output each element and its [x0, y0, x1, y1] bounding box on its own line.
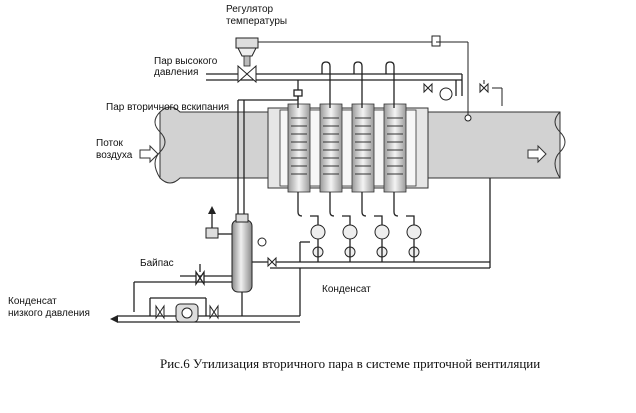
coil-column-2 — [319, 103, 343, 193]
label-bypass: Байпас — [140, 258, 174, 269]
bypass-line — [133, 264, 232, 312]
outlet-arrow-icon — [110, 315, 118, 323]
label-lp-condensate-1: Конденсат — [8, 296, 57, 307]
coil-column-4 — [383, 103, 407, 193]
coil-fins — [291, 117, 403, 175]
airflow-arrow-in-icon — [139, 144, 159, 164]
label-condensate: Конденсат — [322, 284, 371, 295]
label-hp-steam-2: давления — [154, 67, 199, 78]
flash-vessel — [231, 213, 277, 316]
pump-trap — [155, 303, 219, 323]
label-hp-steam-1: Пар высокого — [154, 56, 218, 67]
condensate-header — [270, 178, 491, 269]
safety-valve — [205, 206, 232, 239]
coil-drains — [297, 192, 415, 226]
airflow-arrow-out-icon — [527, 144, 547, 164]
label-temp-regulator-2: температуры — [226, 16, 288, 27]
right-valves — [423, 80, 503, 106]
label-lp-condensate-2: низкого давления — [8, 308, 90, 319]
steam-traps — [310, 224, 422, 258]
lp-condensate-line — [118, 268, 301, 323]
label-flash-steam: Пар вторичного вскипания — [106, 102, 230, 113]
coil-column-3 — [351, 103, 375, 193]
flash-steam-line — [237, 89, 303, 216]
label-temp-regulator-1: Регулятор — [226, 4, 274, 15]
label-airflow-1: Поток — [96, 138, 123, 149]
temperature-regulator — [235, 35, 472, 122]
heater-battery — [267, 103, 429, 193]
coil-column-1 — [287, 103, 311, 193]
label-airflow-2: воздуха — [96, 150, 133, 161]
figure-caption: Рис.6 Утилизация вторичного пара в систе… — [160, 356, 541, 371]
